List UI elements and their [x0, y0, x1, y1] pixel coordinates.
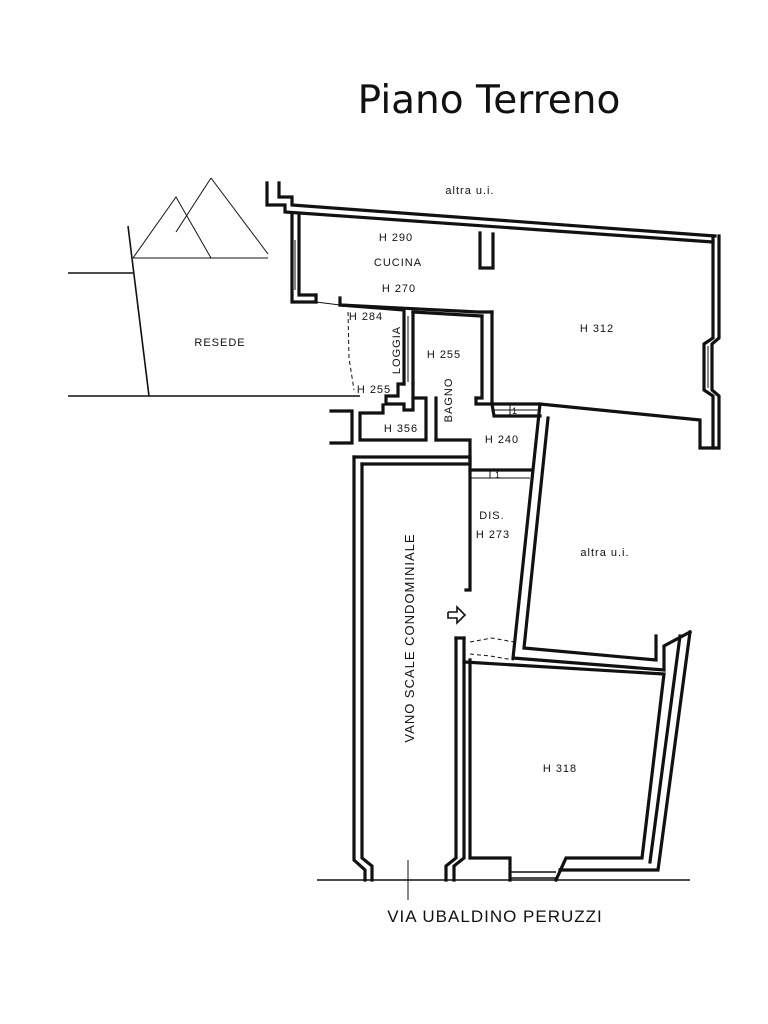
label-dis: DIS. — [479, 510, 504, 522]
street-name: VIA UBALDINO PERUZZI — [387, 907, 603, 926]
label-loggia: LOGGIA — [391, 326, 403, 374]
upper-walls — [265, 181, 721, 450]
label-bagno: BAGNO — [443, 378, 455, 423]
stair-hall-walls — [352, 455, 472, 882]
label-altra-right: altra u.i. — [580, 547, 629, 559]
label-h255-loggia: H 255 — [357, 384, 391, 396]
label-step-2: 1 — [495, 470, 501, 480]
label-h318: H 318 — [543, 763, 577, 775]
label-h284: H 284 — [349, 311, 383, 323]
label-step-1: 1 — [512, 406, 518, 416]
label-h240: H 240 — [485, 434, 519, 446]
label-altra-top: altra u.i. — [445, 185, 494, 197]
label-h255-bagno: H 255 — [427, 349, 461, 361]
label-cucina: CUCINA — [374, 257, 422, 269]
label-h290: H 290 — [379, 232, 413, 244]
altra-ui-walls — [511, 402, 693, 672]
loggia-bagno-walls — [329, 303, 494, 445]
corridor-walls — [434, 402, 542, 661]
shop-walls — [462, 630, 692, 883]
label-h312: H 312 — [580, 323, 614, 335]
label-h270: H 270 — [382, 283, 416, 295]
label-vano-scale: VANO SCALE CONDOMINIALE — [402, 533, 417, 742]
label-h356: H 356 — [384, 423, 418, 435]
label-resede: RESEDE — [194, 337, 245, 349]
street-line — [317, 860, 690, 900]
resede-outline — [68, 177, 360, 397]
plan-title: Piano Terreno — [358, 78, 621, 123]
label-h273: H 273 — [476, 529, 510, 541]
